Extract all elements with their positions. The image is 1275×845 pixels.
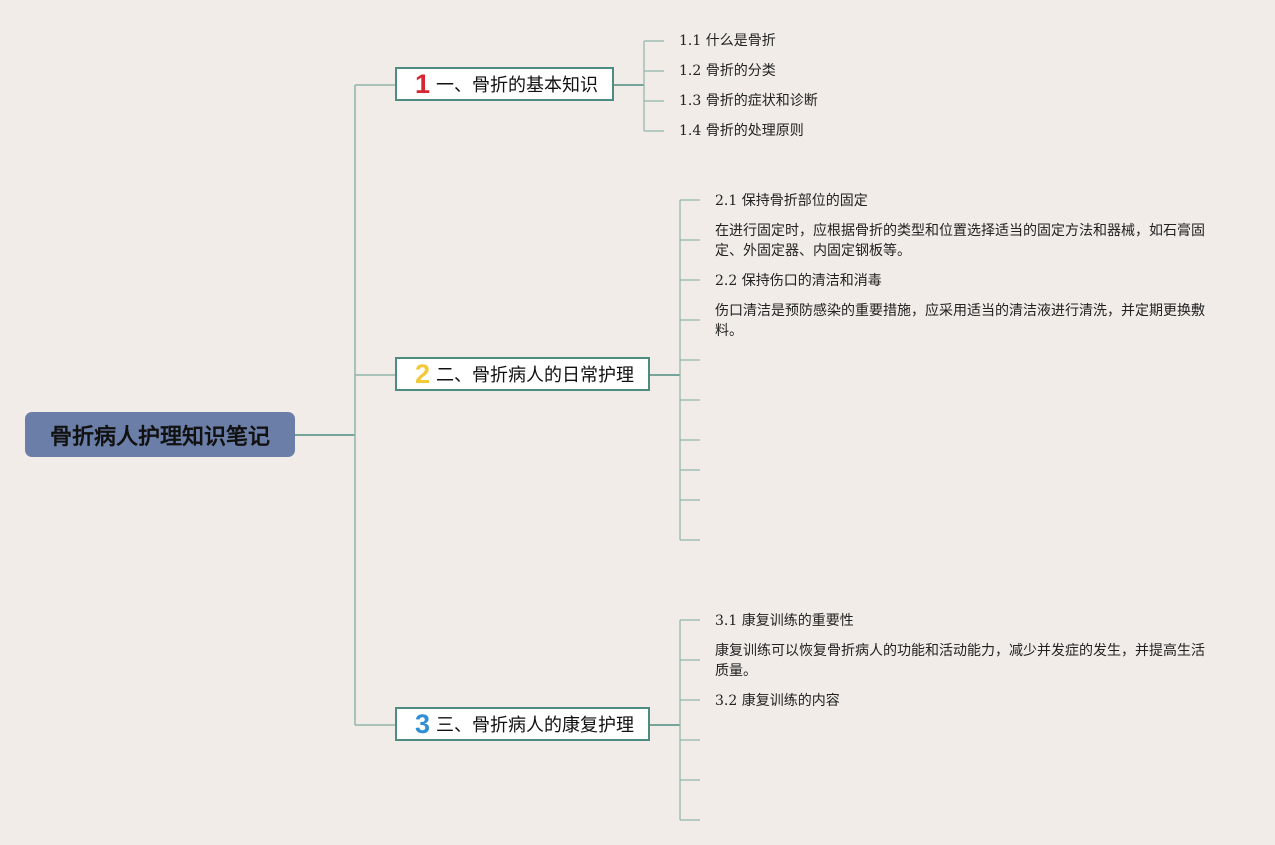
leaf-2-2[interactable]: 2.2 保持伤口的清洁和消毒	[715, 273, 882, 289]
leaf-3-2[interactable]: 3.2 康复训练的内容	[715, 693, 840, 709]
leaf-2-1[interactable]: 2.1 保持骨折部位的固定	[715, 193, 868, 209]
leaf-2-1-note[interactable]: 在进行固定时，应根据骨折的类型和位置选择适当的固定方法和器械，如石膏固定、外固定…	[715, 223, 1205, 259]
leaf-1-4[interactable]: 1.4 骨折的处理原则	[679, 123, 804, 139]
root-topic[interactable]: 骨折病人护理知识笔记	[25, 412, 295, 457]
leaf-1-1[interactable]: 1.1 什么是骨折	[679, 33, 776, 49]
number-one-icon: 1	[415, 68, 431, 99]
leaf-3-1-note[interactable]: 康复训练可以恢复骨折病人的功能和活动能力，减少并发症的发生，并提高生活质量。	[715, 643, 1205, 679]
root-title: 骨折病人护理知识笔记	[49, 424, 270, 450]
branch-3[interactable]: 3 三、骨折病人的康复护理	[395, 707, 650, 741]
leaf-1-2[interactable]: 1.2 骨折的分类	[679, 63, 776, 79]
leaf-2-2-note[interactable]: 伤口清洁是预防感染的重要措施，应采用适当的清洁液进行清洗，并定期更换敷料。	[715, 303, 1205, 339]
leaf-3-1[interactable]: 3.1 康复训练的重要性	[715, 613, 854, 629]
branch-3-title: 三、骨折病人的康复护理	[436, 715, 635, 736]
branch-1-title: 一、骨折的基本知识	[436, 75, 599, 96]
number-two-icon: 2	[415, 358, 431, 389]
branch-2-title: 二、骨折病人的日常护理	[436, 365, 635, 386]
number-three-icon: 3	[415, 708, 431, 739]
branch-1[interactable]: 1 一、骨折的基本知识	[395, 67, 614, 101]
branch-2[interactable]: 2 二、骨折病人的日常护理	[395, 357, 650, 391]
leaf-1-3[interactable]: 1.3 骨折的症状和诊断	[679, 93, 818, 109]
